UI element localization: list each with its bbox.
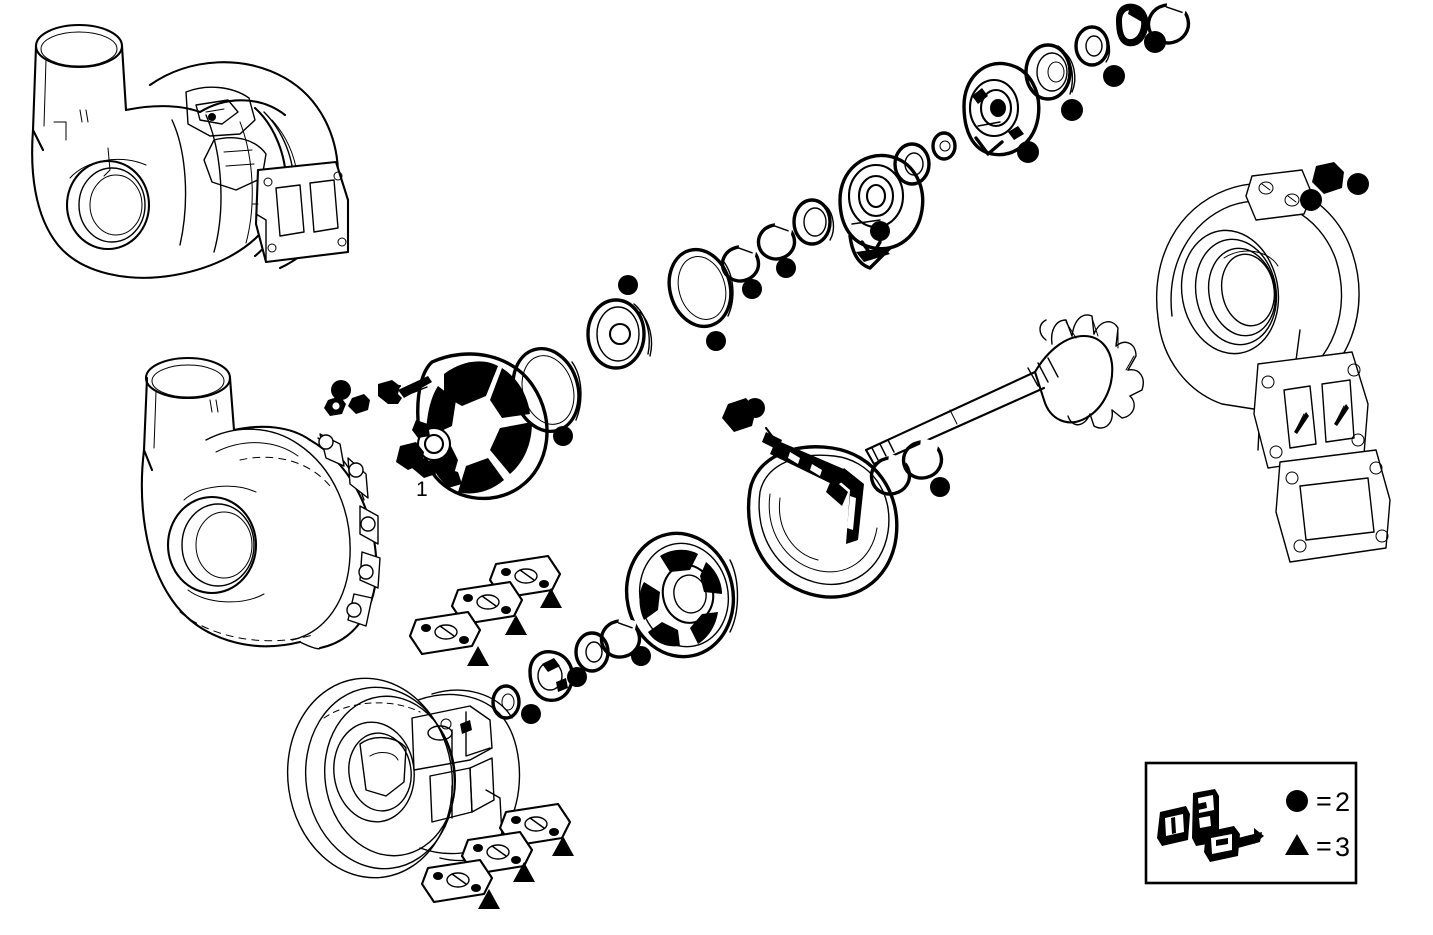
seal-and-ring-chain [511,198,835,434]
upper-bearing-parts [893,131,957,186]
filled-triangle-marker [1285,834,1309,855]
quantity-triangle-markers [467,588,574,909]
turbine-housing [1156,182,1369,469]
v-band-clamp [746,426,899,599]
callout-label-1: 1 [416,478,428,501]
mounting-clamp-plates-upper [408,554,562,656]
thrust-bearing-plate [624,531,739,659]
thrust-collar-flinger [838,153,925,270]
complete-turbocharger-assembly [31,23,350,279]
compressor-housing-fastener-group [324,376,432,416]
upper-right-bearing-chain [962,0,1191,157]
filled-circle-marker [1286,790,1308,812]
quantity-circle-markers [331,31,1369,724]
quantity-legend: = 2 = 3 [1144,761,1358,885]
compressor-wheel [412,352,549,501]
lower-bearing-chain [491,616,642,720]
legend-equals-2: = [1316,831,1332,861]
compressor-wheel-lock-nut [396,442,424,470]
shaft-snap-rings [869,437,944,496]
tool-set-thumbnail [1157,789,1264,862]
legend-value-1: 2 [1335,787,1350,817]
compressor-housing [140,356,381,650]
mounting-clamp-plates-lower [420,802,572,904]
legend-equals-1: = [1316,786,1332,816]
legend-value-2: 3 [1335,832,1350,862]
exhaust-flange-gasket [1275,449,1391,563]
turbine-shaft-and-wheel [864,314,1144,466]
bracket-plate-and-nut [1245,162,1344,221]
